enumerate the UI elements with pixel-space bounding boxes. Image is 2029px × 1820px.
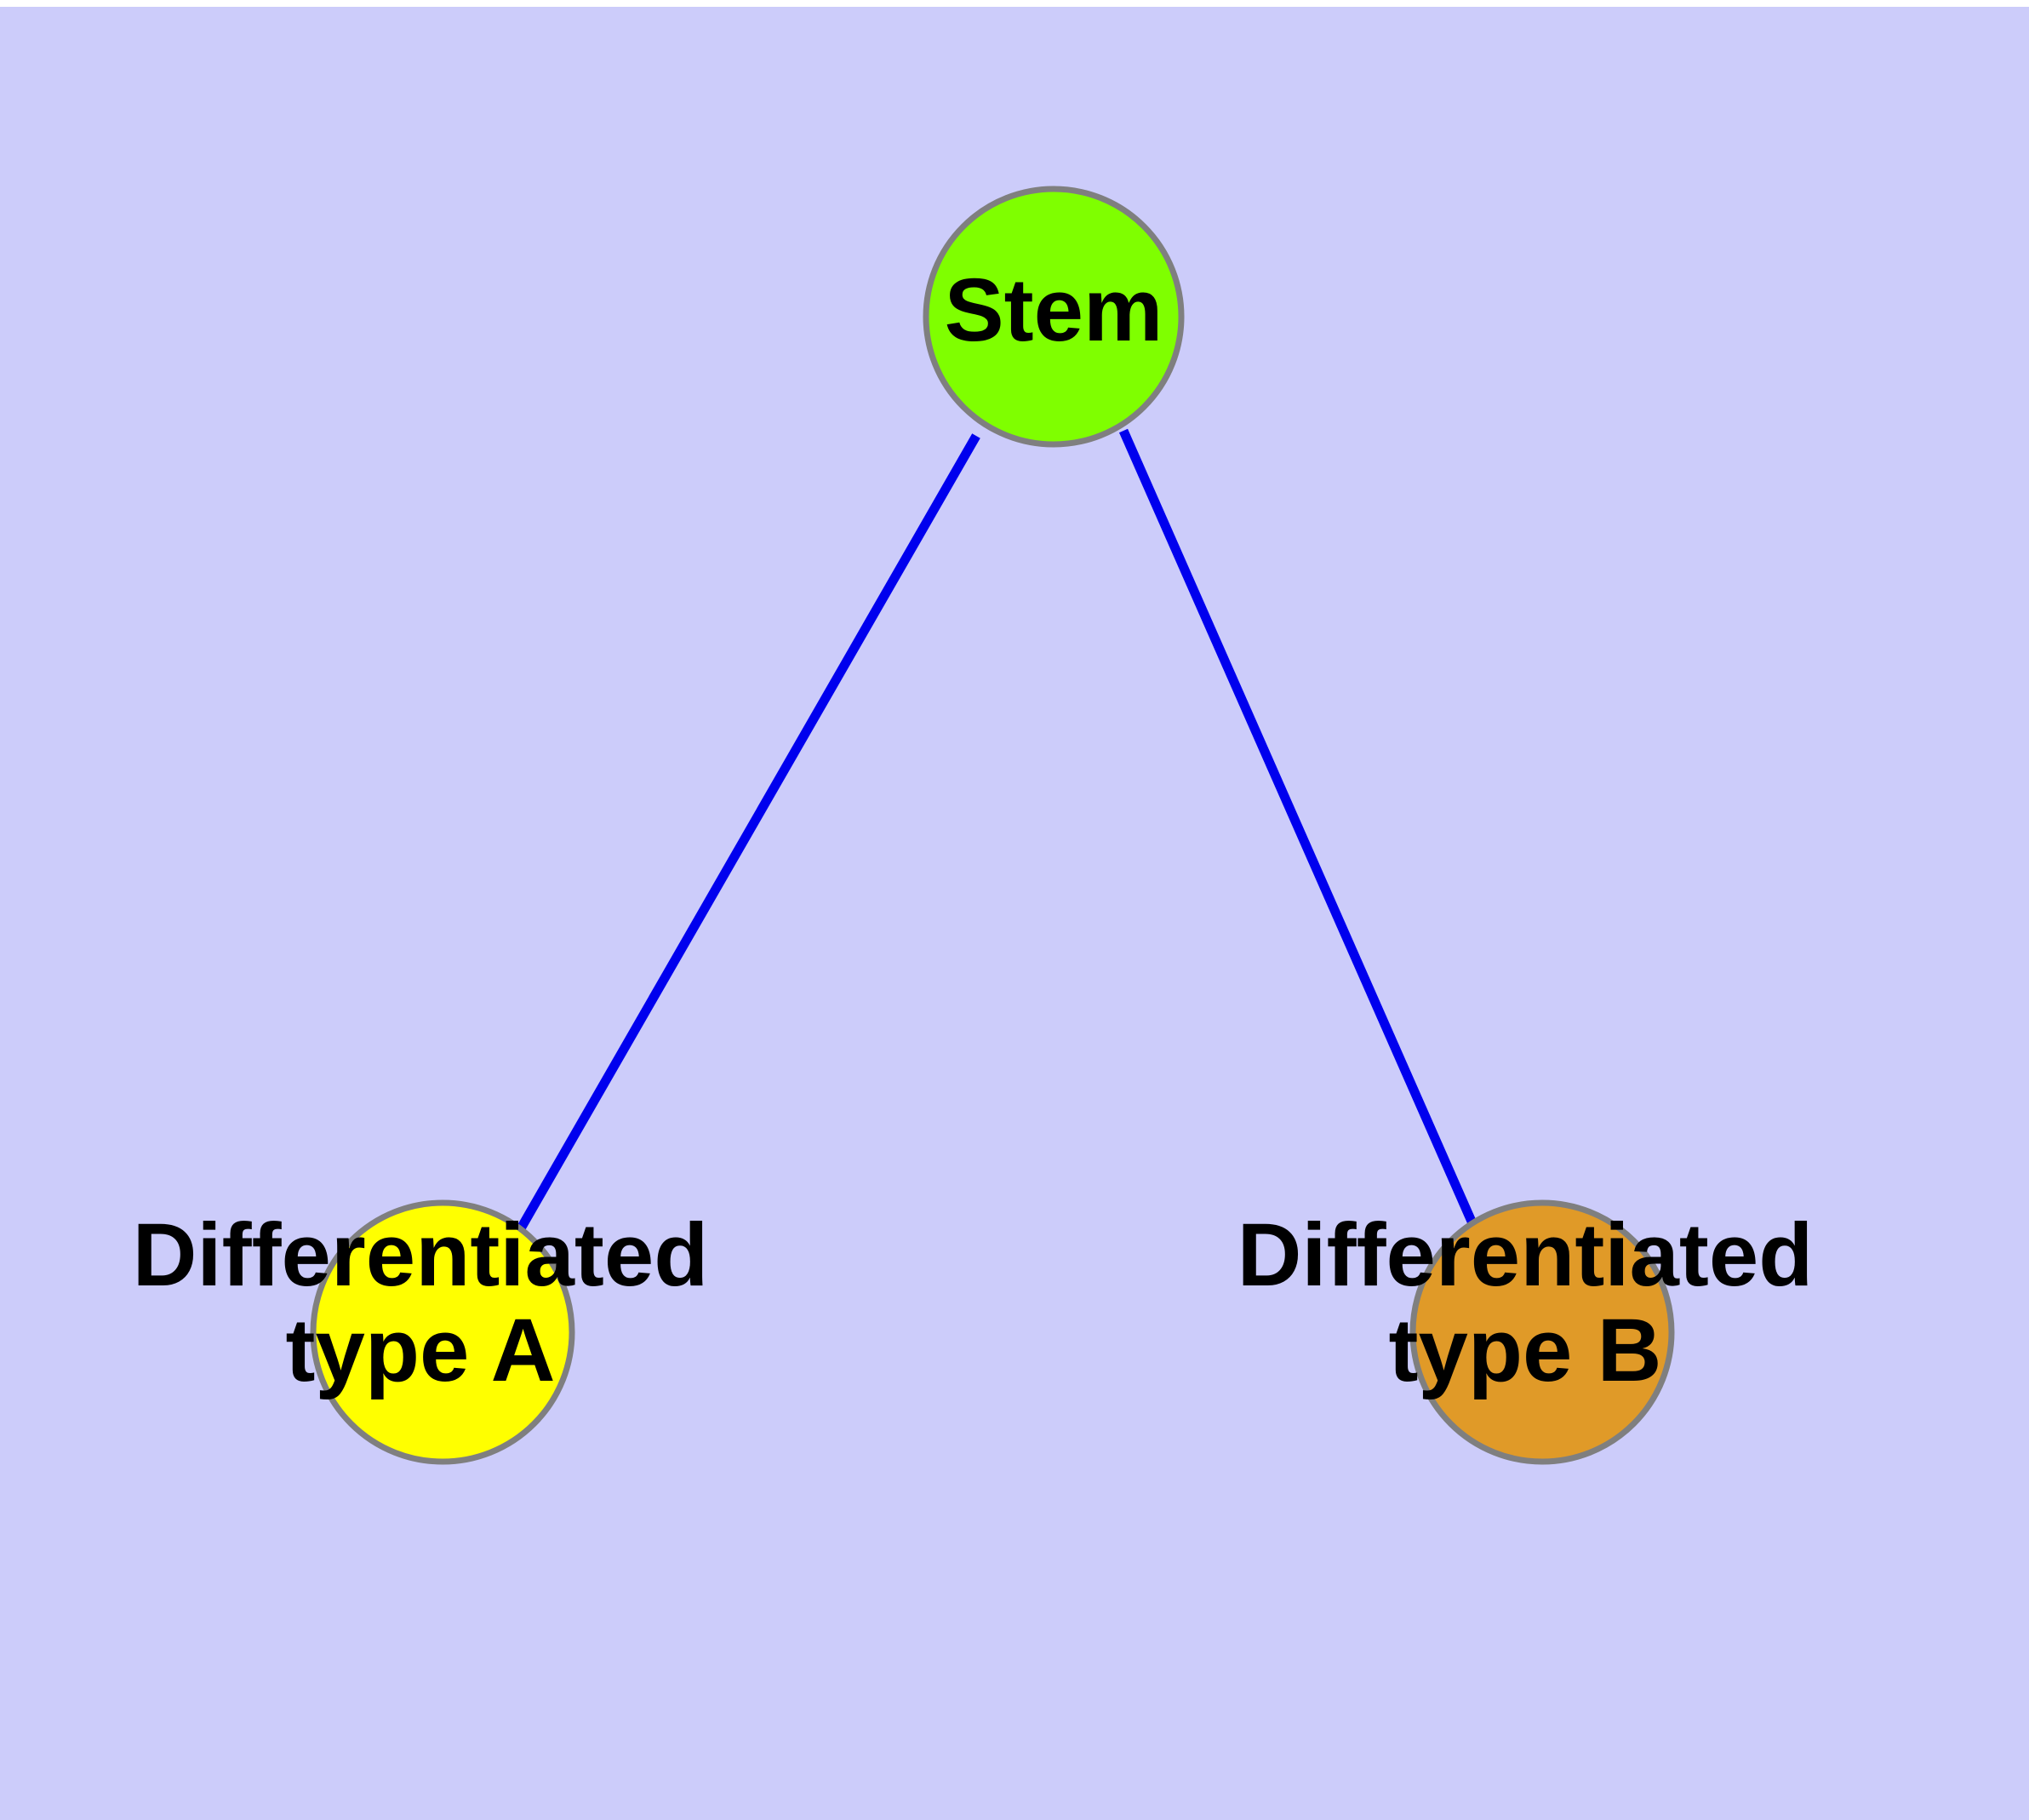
canvas-top-margin	[0, 0, 2029, 7]
edges-layer	[517, 428, 1477, 1231]
node-label-line: Stem	[945, 260, 1163, 360]
node-label-stem: Stem	[945, 260, 1163, 360]
node-label-line: type A	[286, 1301, 556, 1400]
node-circle-differentiated-type-a[interactable]	[310, 1199, 575, 1465]
node-differentiated-type-a[interactable]	[310, 1199, 575, 1465]
node-label-line: Differentiated	[1237, 1205, 1814, 1305]
node-differentiated-type-b[interactable]	[1409, 1199, 1675, 1465]
node-circle-differentiated-type-b[interactable]	[1409, 1199, 1675, 1465]
nodes-layer	[310, 186, 1675, 1465]
node-stem[interactable]	[923, 186, 1185, 448]
node-circle-stem[interactable]	[923, 186, 1185, 448]
edge-stem-to-differentiated-type-a[interactable]	[517, 433, 980, 1231]
edge-stem-to-differentiated-type-b[interactable]	[1118, 428, 1477, 1226]
node-label-line: type B	[1389, 1301, 1662, 1400]
node-label-line: Differentiated	[133, 1205, 709, 1305]
